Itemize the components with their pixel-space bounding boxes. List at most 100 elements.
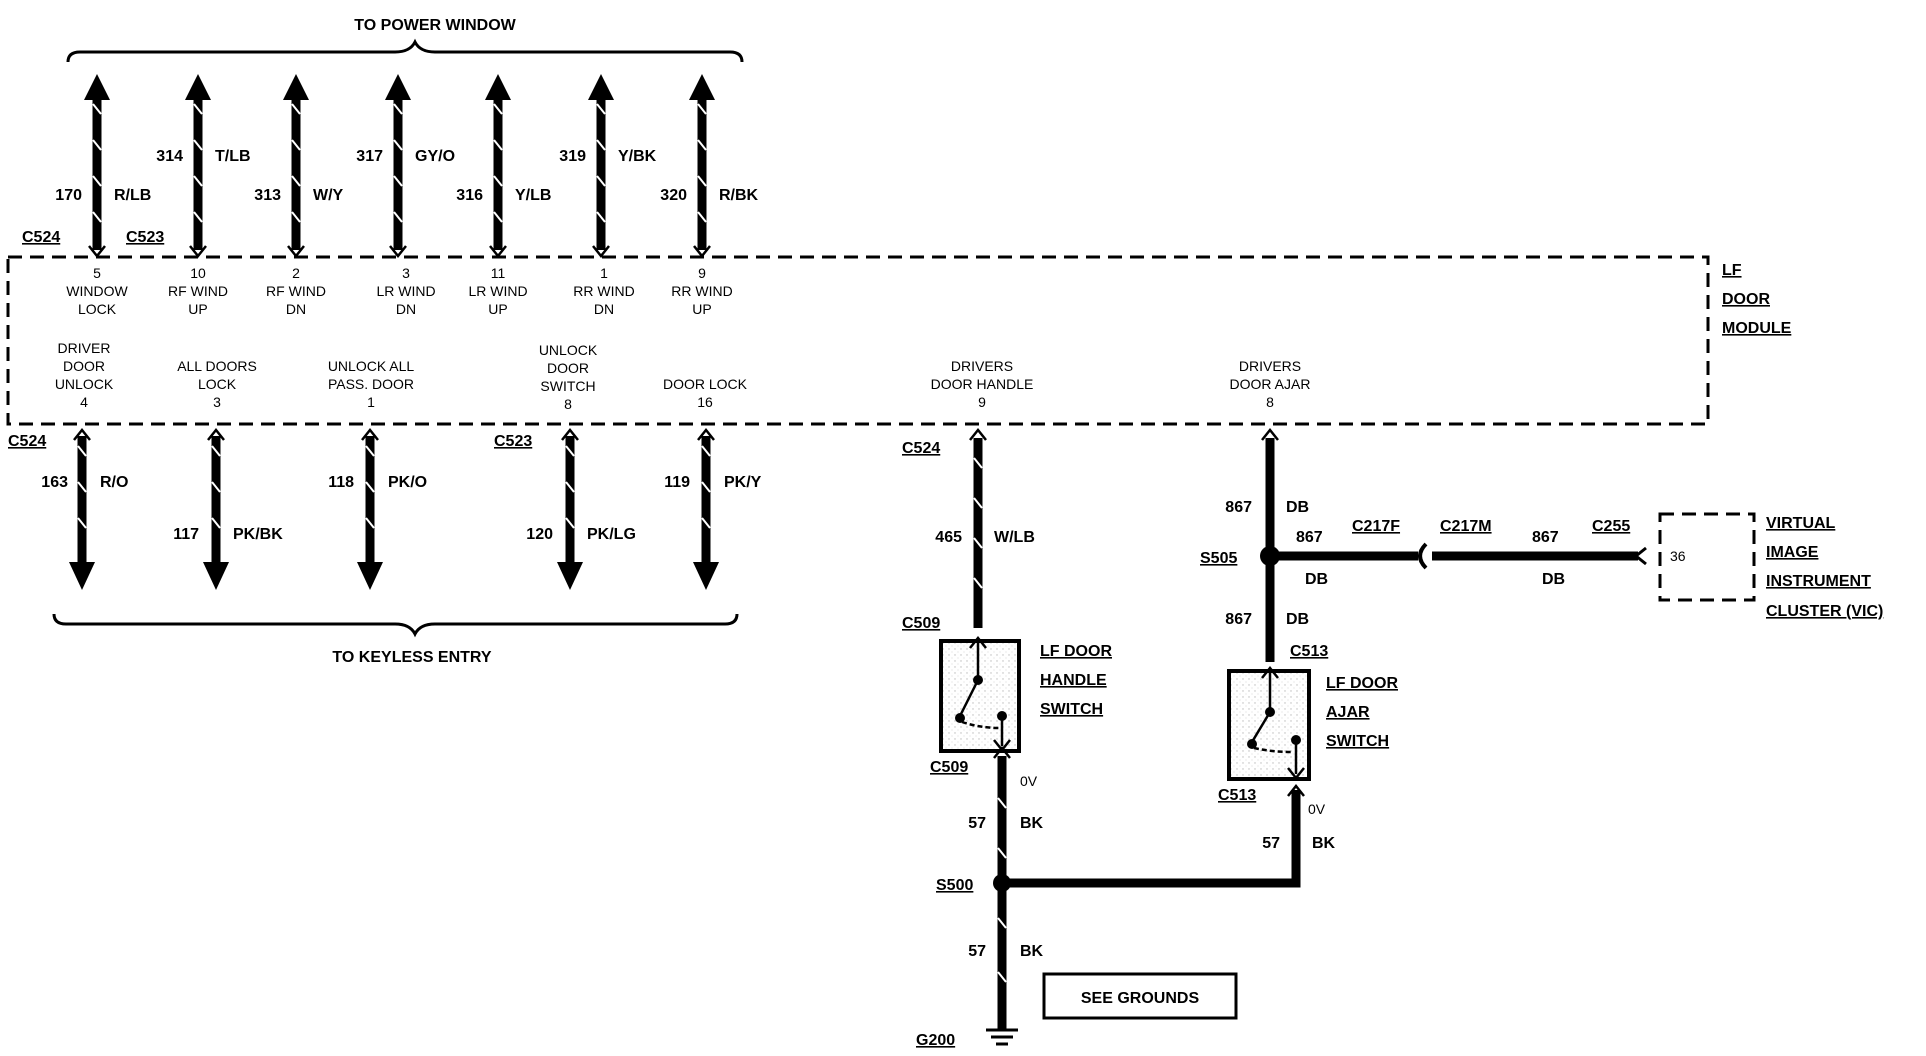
pin-function: SWITCH bbox=[540, 378, 595, 394]
pin-function: DOOR HANDLE bbox=[931, 376, 1034, 392]
handle-switch-label-1: LF DOOR bbox=[1040, 643, 1112, 660]
circuit-number: 170 bbox=[55, 187, 82, 204]
pin-function: DOOR AJAR bbox=[1230, 376, 1311, 392]
pin-function: UNLOCK bbox=[55, 376, 114, 392]
circuit-number: 465 bbox=[935, 529, 962, 546]
pin-function: DRIVERS bbox=[1239, 358, 1301, 374]
circuit-number: 867 bbox=[1225, 611, 1252, 628]
bottom-wire-arrows bbox=[69, 562, 719, 590]
ground-g200: G200 bbox=[916, 1032, 955, 1049]
pin-number: 1 bbox=[600, 265, 608, 281]
pin-function: DRIVER bbox=[58, 340, 111, 356]
wire-color: R/BK bbox=[719, 187, 759, 204]
circuit-number: 317 bbox=[356, 148, 383, 165]
circuit-number: 320 bbox=[660, 187, 687, 204]
wire-color: Y/BK bbox=[618, 148, 657, 165]
pin-function: WINDOW bbox=[66, 283, 128, 299]
c509-fork bbox=[993, 745, 1011, 759]
pin-function: DN bbox=[594, 301, 614, 317]
vic-pin: 36 bbox=[1670, 548, 1686, 564]
splice-s505: S505 bbox=[1200, 550, 1237, 567]
wire-color: PK/Y bbox=[724, 474, 762, 491]
splice-s500: S500 bbox=[936, 877, 973, 894]
top-wire-5: 319 Y/BK 1 RR WIND DN bbox=[559, 74, 657, 317]
bottom-fork-marks bbox=[73, 427, 715, 441]
circuit-number: 867 bbox=[1296, 529, 1323, 546]
vic-label-2: IMAGE bbox=[1766, 544, 1819, 561]
circuit-number: 867 bbox=[1532, 529, 1559, 546]
ground-g200-icon bbox=[986, 1028, 1018, 1046]
pin-function: DOOR bbox=[63, 358, 105, 374]
pin-function: LR WIND bbox=[376, 283, 435, 299]
circuit-number: 867 bbox=[1225, 499, 1252, 516]
vic-box bbox=[1658, 512, 1756, 602]
pin-function: PASS. DOOR bbox=[328, 376, 414, 392]
wire-color: BK bbox=[1020, 943, 1044, 960]
pin-number: 3 bbox=[402, 265, 410, 281]
circuit-number: 118 bbox=[328, 474, 354, 491]
handle-switch-label-3: SWITCH bbox=[1040, 701, 1103, 718]
wire-color: DB bbox=[1286, 611, 1309, 628]
pin-number: 2 bbox=[292, 265, 300, 281]
connector-c524-top: C524 bbox=[22, 229, 60, 246]
pin-function: RR WIND bbox=[573, 283, 634, 299]
wire-color: Y/LB bbox=[515, 187, 551, 204]
pin-function: LOCK bbox=[78, 301, 117, 317]
ajar-switch-label-1: LF DOOR bbox=[1326, 675, 1398, 692]
wire-color: BK bbox=[1020, 815, 1044, 832]
top-wire-6: 320 R/BK 9 RR WIND UP bbox=[660, 74, 759, 317]
pin-number: 9 bbox=[698, 265, 706, 281]
circuit-number: 316 bbox=[456, 187, 483, 204]
c255-fork bbox=[1633, 546, 1647, 566]
wire-color: R/LB bbox=[114, 187, 151, 204]
ajar-fork bbox=[1261, 427, 1279, 441]
top-wire-3: 317 GY/O 3 LR WIND DN bbox=[356, 74, 455, 317]
module-label-1: LF bbox=[1722, 262, 1742, 279]
wire-color: W/Y bbox=[313, 187, 344, 204]
connector-c509-bottom: C509 bbox=[930, 759, 968, 776]
pin-function: RR WIND bbox=[671, 283, 732, 299]
pin-function: UNLOCK bbox=[539, 342, 598, 358]
top-fork-marks bbox=[88, 245, 711, 259]
pin-function: LR WIND bbox=[468, 283, 527, 299]
pin-number: 8 bbox=[1266, 394, 1274, 410]
top-wire-1: 314 T/LB 10 RF WIND UP bbox=[156, 74, 251, 317]
handle-switch-label-2: HANDLE bbox=[1040, 672, 1107, 689]
pin-function: UP bbox=[692, 301, 711, 317]
pin-function: DOOR bbox=[547, 360, 589, 376]
pin-function: DN bbox=[286, 301, 306, 317]
title-keyless-entry: TO KEYLESS ENTRY bbox=[332, 649, 491, 666]
wire-color: PK/LG bbox=[587, 526, 636, 543]
connector-c523-top: C523 bbox=[126, 229, 164, 246]
wire-color: T/LB bbox=[215, 148, 251, 165]
wire-color: DB bbox=[1542, 571, 1565, 588]
bottom-wire-ticks bbox=[77, 445, 711, 529]
pin-function: UP bbox=[188, 301, 207, 317]
circuit-number: 313 bbox=[254, 187, 281, 204]
lf-door-handle-switch bbox=[939, 635, 1021, 753]
connector-c513-bottom: C513 bbox=[1218, 787, 1256, 804]
connector-c217m: C217M bbox=[1440, 518, 1492, 535]
handle-fork bbox=[969, 427, 987, 441]
circuit-number: 120 bbox=[526, 526, 553, 543]
circuit-number: 117 bbox=[173, 526, 199, 543]
wire-color: GY/O bbox=[415, 148, 455, 165]
ajar-voltage: 0V bbox=[1308, 801, 1326, 817]
pin-number: 5 bbox=[93, 265, 101, 281]
see-grounds-box[interactable] bbox=[1042, 972, 1238, 1020]
pin-number: 16 bbox=[697, 394, 713, 410]
wire-color: BK bbox=[1312, 835, 1336, 852]
connector-c523-bottom: C523 bbox=[494, 433, 532, 450]
connector-c255: C255 bbox=[1592, 518, 1630, 535]
top-wire-2: 313 W/Y 2 RF WIND DN bbox=[254, 74, 344, 317]
pin-function: DOOR LOCK bbox=[663, 376, 748, 392]
pin-number: 1 bbox=[367, 394, 375, 410]
wire-57-ticks bbox=[997, 797, 1007, 983]
top-wire-4: 316 Y/LB 11 LR WIND UP bbox=[456, 74, 551, 317]
lf-door-module-box bbox=[6, 255, 1710, 426]
pin-number: 10 bbox=[190, 265, 206, 281]
title-power-window: TO POWER WINDOW bbox=[354, 17, 516, 34]
pin-function: UNLOCK ALL bbox=[328, 358, 415, 374]
ajar-switch-label-2: AJAR bbox=[1326, 704, 1370, 721]
